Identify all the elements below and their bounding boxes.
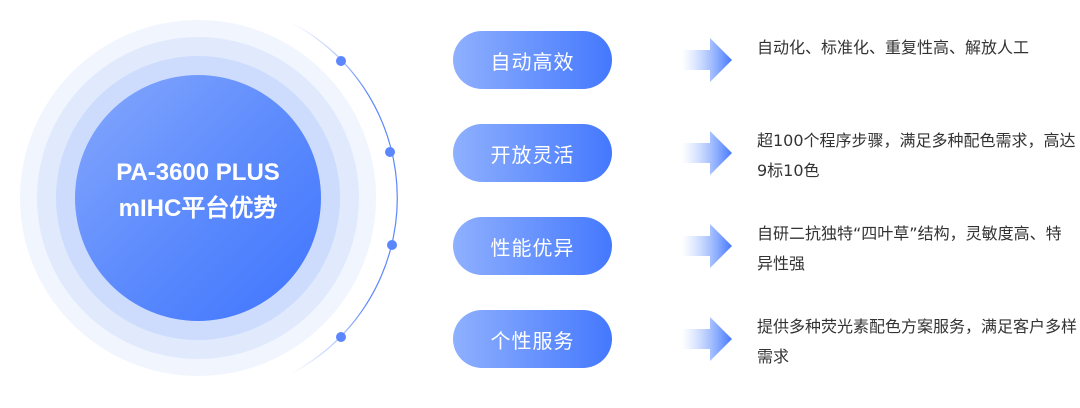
center-title-line1: PA-3600 PLUS <box>116 159 280 186</box>
advantage-label: 个性服务 <box>490 328 575 353</box>
advantage-description: 提供多种荧光素配色方案服务，满足客户多样需求 <box>757 317 1078 366</box>
advantage-label: 性能优异 <box>490 235 575 260</box>
connector-arc <box>289 21 398 375</box>
advantage-label: 自动高效 <box>490 49 575 74</box>
advantage-label: 开放灵活 <box>490 142 575 167</box>
arrow-right-icon <box>682 38 732 82</box>
center-title: PA-3600 PLUS mIHC平台优势 <box>75 155 321 227</box>
arrow-right-icon <box>682 131 732 175</box>
advantage-pill: 个性服务 <box>453 310 612 368</box>
advantage-pill: 性能优异 <box>453 217 612 275</box>
arc-dot <box>336 56 346 66</box>
advantage-pill: 开放灵活 <box>453 124 612 182</box>
arc-dot <box>387 240 397 250</box>
arc-dot <box>336 332 346 342</box>
arrow-right-icon <box>682 224 732 268</box>
advantage-description: 自动化、标准化、重复性高、解放人工 <box>757 38 1030 57</box>
advantage-pill: 自动高效 <box>453 31 612 89</box>
advantage-description: 自研二抗独特“四叶草”结构，灵敏度高、特异性强 <box>757 224 1062 273</box>
center-title-line2: mIHC平台优势 <box>118 195 278 222</box>
center-circle <box>75 75 321 321</box>
advantage-description: 超100个程序步骤，满足多种配色需求，高达9标10色 <box>757 131 1076 180</box>
arc-dot <box>385 147 395 157</box>
arrow-right-icon <box>682 317 732 361</box>
